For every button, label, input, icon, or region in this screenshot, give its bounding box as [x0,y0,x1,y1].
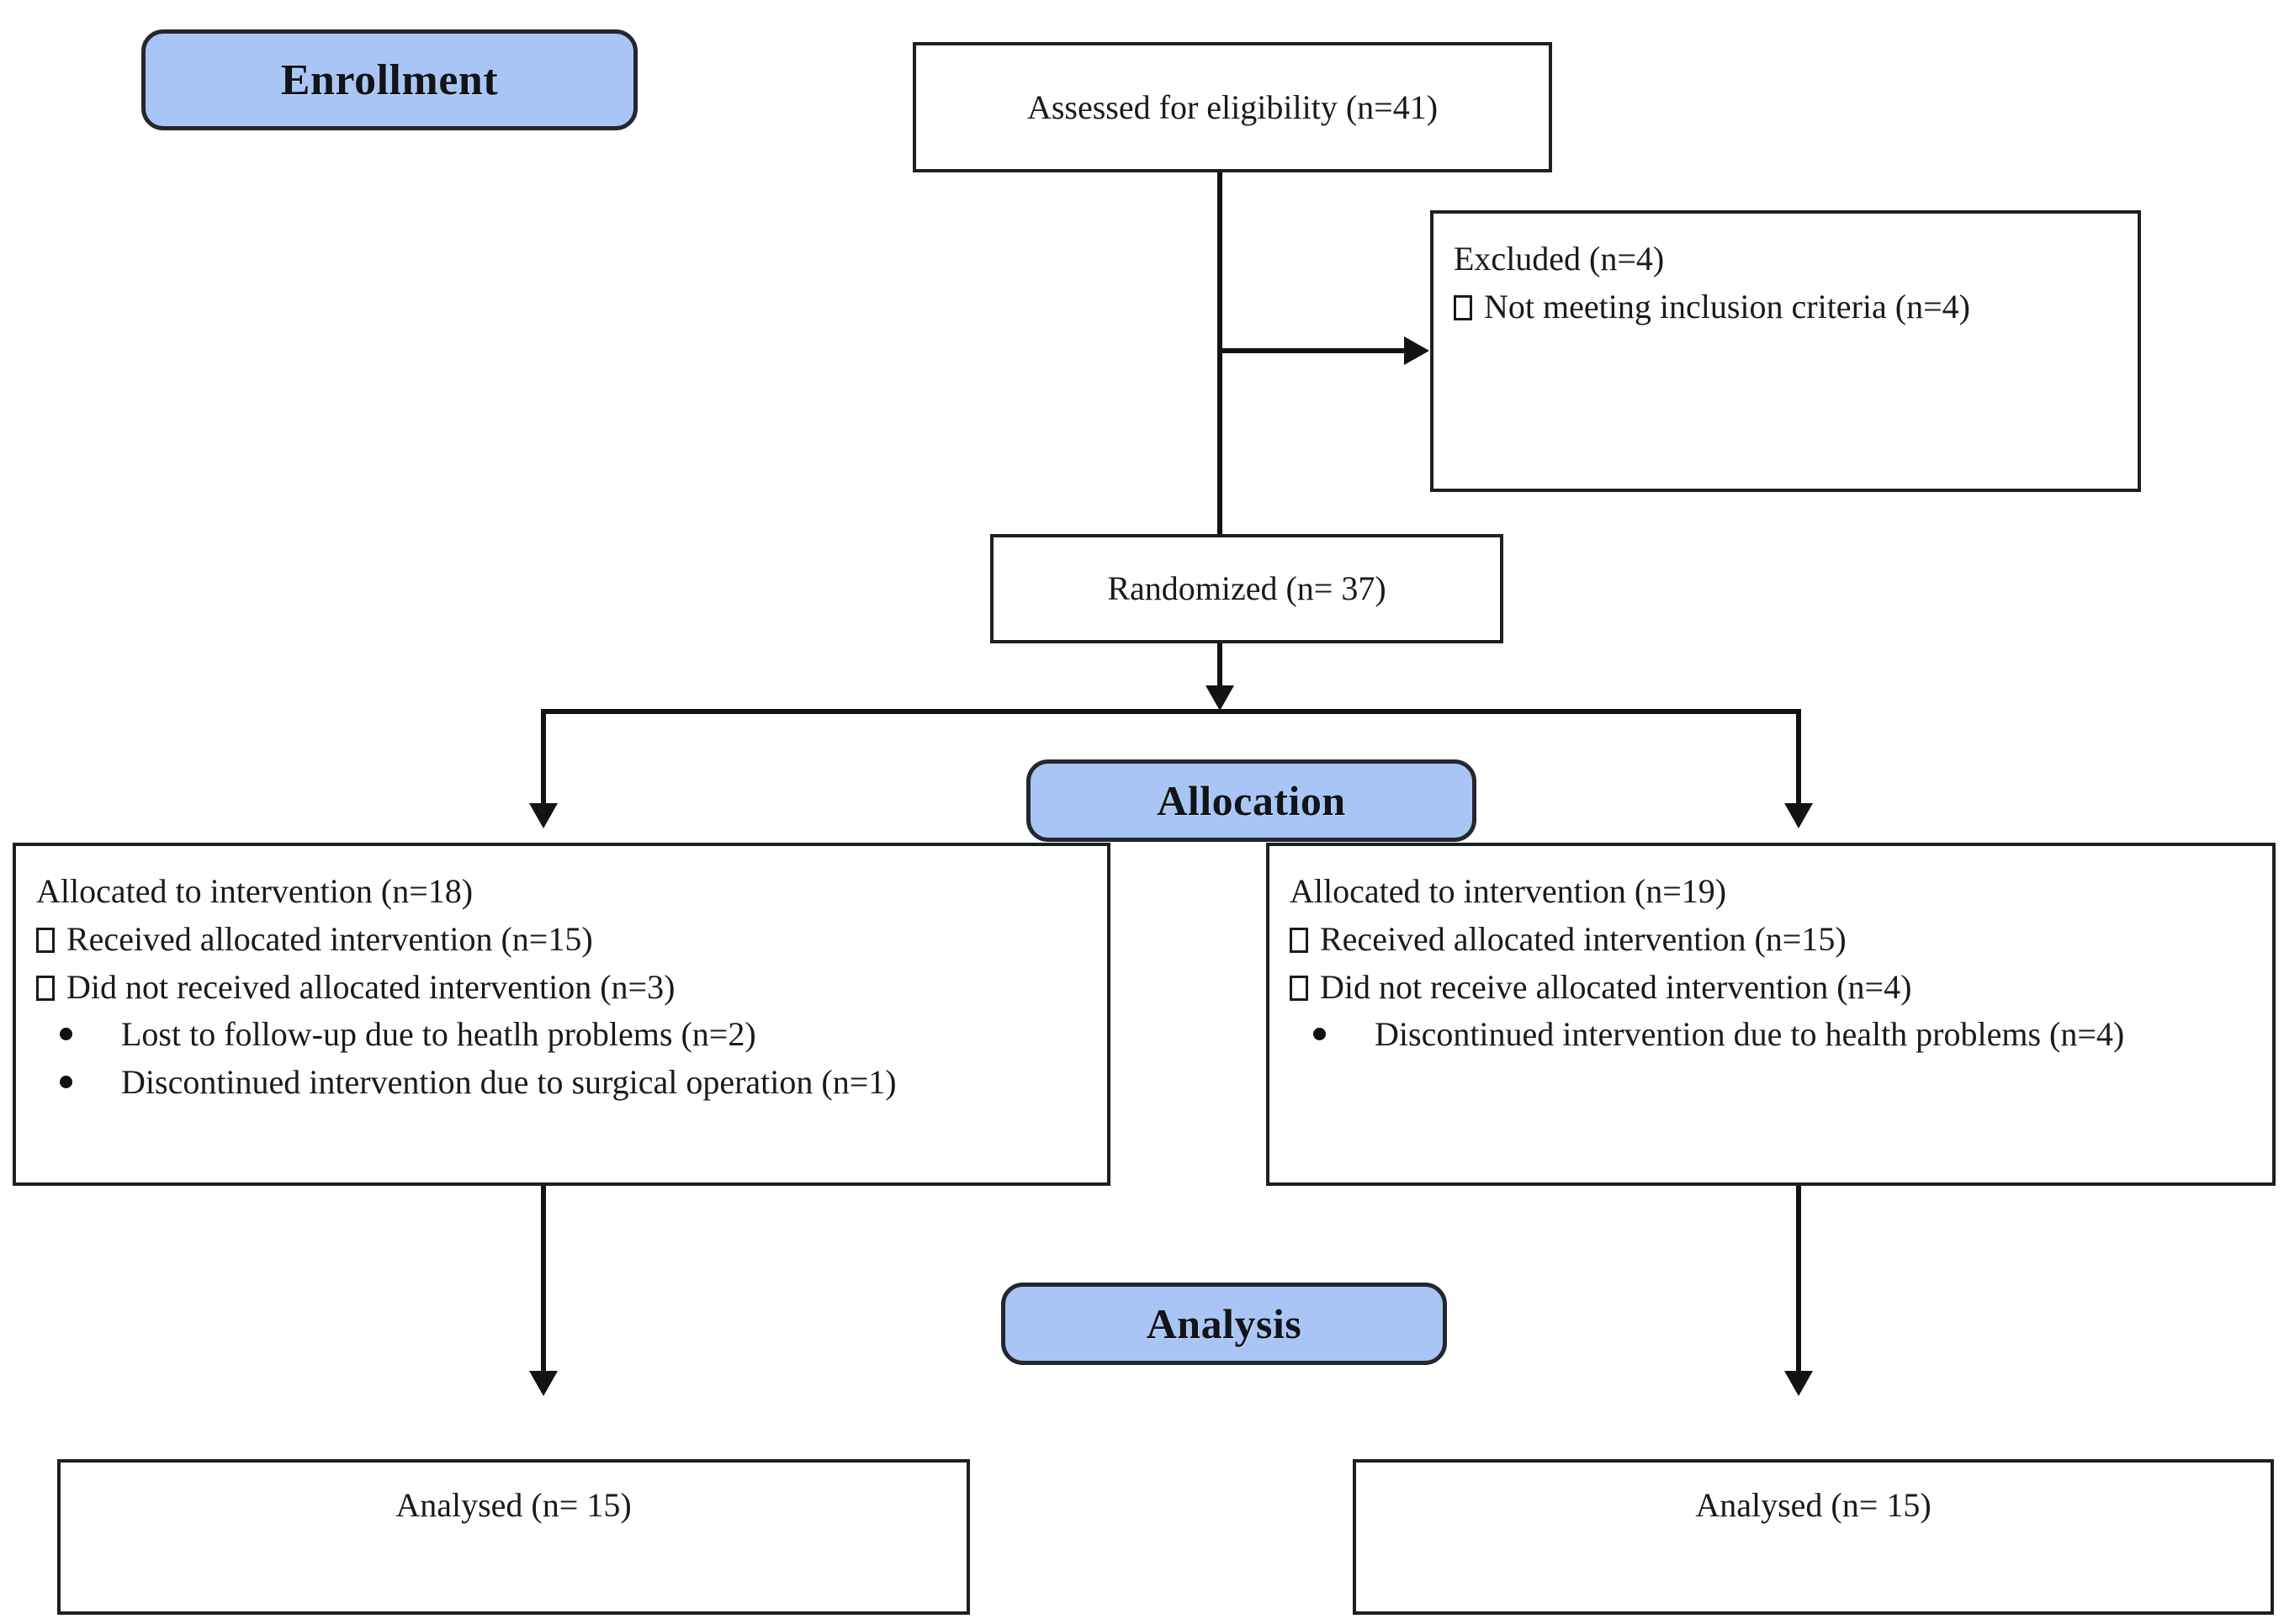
node-analysed-right-text: Analysed (n= 15) [1695,1486,1932,1524]
connector-randomized-stem [1217,643,1222,698]
node-allocation-right-sq-item-label: Did not receive allocated intervention (… [1320,967,1912,1006]
arrowhead-split-right [1784,803,1813,828]
node-allocation-right-bullet-item: Discontinued intervention due to health … [1288,1011,2257,1059]
node-allocation-left-sq-item: Received allocated intervention (n=15) [34,916,1092,964]
node-assessed-for-eligibility: Assessed for eligibility (n=41) [913,42,1552,172]
stage-banner-enrollment-label: Enrollment [280,56,499,104]
node-excluded-item-label: Not meeting inclusion criteria (n=4) [1484,287,1970,325]
node-allocation-left-sq-item: Did not received allocated intervention … [34,964,1092,1012]
node-assessed-for-eligibility-text: Assessed for eligibility (n=41) [1026,87,1439,126]
node-excluded: Excluded (n=4) Not meeting inclusion cri… [1430,210,2141,492]
node-allocation-left-bullet-item-label: Discontinued intervention due to surgica… [121,1063,897,1102]
empty-square-icon [1454,294,1472,320]
connector-branch-to-excluded [1217,348,1404,353]
node-analysed-right: Analysed (n= 15) [1353,1459,2274,1615]
arrowhead-to-excluded [1404,336,1429,365]
empty-square-icon [36,975,55,1001]
bullet-dot-icon [60,1076,72,1089]
stage-banner-enrollment: Enrollment [141,29,638,130]
node-excluded-heading: Excluded (n=4) [1454,240,1665,278]
node-excluded-item: Not meeting inclusion criteria (n=4) [1452,283,2122,331]
node-allocation-left-sq-item-label: Received allocated intervention (n=15) [66,919,593,958]
node-allocation-right-sq-item: Did not receive allocated intervention (… [1288,964,2257,1012]
node-analysed-left: Analysed (n= 15) [57,1459,970,1615]
arrowhead-left-analysed [529,1371,558,1396]
node-allocation-right-sq-item-label: Received allocated intervention (n=15) [1320,919,1847,958]
node-allocation-left-bullet-item: Discontinued intervention due to surgica… [34,1059,1092,1107]
node-allocation-right-sq-item: Received allocated intervention (n=15) [1288,916,2257,964]
empty-square-icon [1290,975,1308,1001]
node-allocation-left-bullet-item-label: Lost to follow-up due to heatlh problems… [121,1015,756,1054]
stage-banner-allocation: Allocation [1026,759,1476,842]
stage-banner-allocation-label: Allocation [1157,777,1346,824]
node-allocation-left: Allocated to intervention (n=18) Receive… [13,843,1110,1186]
stage-banner-analysis: Analysis [1001,1283,1447,1365]
connector-right-to-analysed [1796,1186,1801,1378]
node-allocation-right-bullet-item-label: Discontinued intervention due to health … [1375,1015,2125,1054]
connector-allocation-split-bar [541,709,1801,714]
arrowhead-randomized-split [1206,685,1234,711]
empty-square-icon [36,927,55,953]
bullet-dot-icon [60,1028,72,1041]
node-allocation-right: Allocated to intervention (n=19) Receive… [1266,843,2276,1186]
connector-split-left-drop [541,709,546,810]
connector-left-to-analysed [541,1186,546,1378]
bullet-dot-icon [1313,1028,1326,1041]
node-allocation-left-heading: Allocated to intervention (n=18) [36,872,474,910]
node-allocation-left-sq-item-label: Did not received allocated intervention … [66,967,676,1006]
arrowhead-right-analysed [1784,1371,1813,1396]
stage-banner-analysis-label: Analysis [1146,1300,1302,1347]
node-allocation-right-heading: Allocated to intervention (n=19) [1290,872,1727,910]
arrowhead-split-left [529,803,558,828]
connector-split-right-drop [1796,709,1801,810]
empty-square-icon [1290,927,1308,953]
node-allocation-left-bullet-item: Lost to follow-up due to heatlh problems… [34,1011,1092,1059]
connector-assessed-to-randomized [1217,172,1222,534]
node-randomized-text: Randomized (n= 37) [1107,569,1386,607]
node-analysed-left-text: Analysed (n= 15) [395,1486,632,1524]
node-randomized: Randomized (n= 37) [990,534,1503,643]
